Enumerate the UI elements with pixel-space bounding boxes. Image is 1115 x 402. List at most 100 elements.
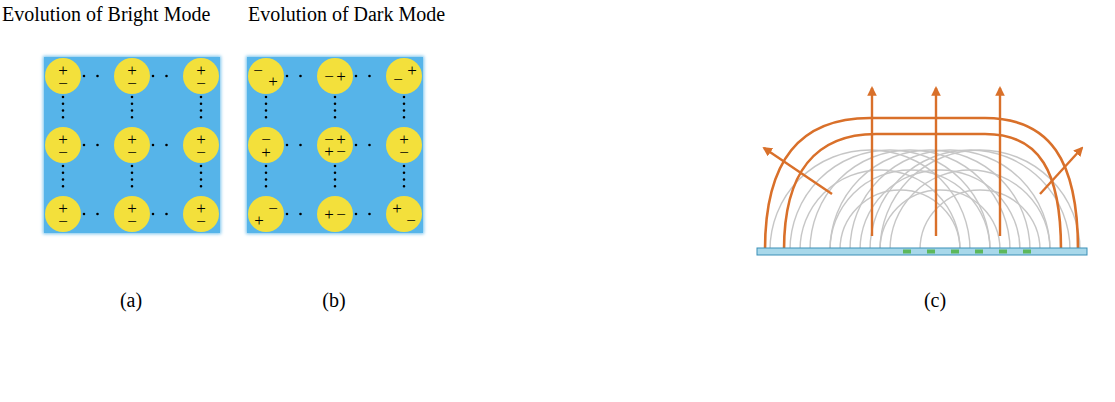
dipole-particle: +− bbox=[183, 127, 219, 163]
charge-sign: + bbox=[324, 143, 334, 160]
dipole-particle: +− bbox=[45, 58, 81, 94]
charge-sign: − bbox=[196, 75, 206, 92]
wavefront-arc bbox=[890, 170, 1050, 250]
panel-title: Evolution of Bright Mode bbox=[2, 3, 210, 26]
coupling-line bbox=[265, 166, 268, 193]
wavefront-arc bbox=[840, 190, 960, 250]
wavefront-arc bbox=[770, 150, 970, 250]
coupling-line bbox=[84, 144, 111, 147]
charge-sign: − bbox=[336, 206, 346, 223]
emission-arrow bbox=[871, 88, 873, 236]
emission-arrow bbox=[999, 88, 1001, 236]
dipole-particle: +− bbox=[183, 196, 219, 232]
dipole-particle: −+ bbox=[317, 58, 353, 94]
coupling-line bbox=[131, 166, 134, 193]
dipole-particle: −+ bbox=[248, 127, 284, 163]
dipole-particle: +− bbox=[183, 58, 219, 94]
panel-caption: (c) bbox=[924, 289, 946, 312]
wavefront-arc bbox=[920, 190, 1040, 250]
charge-sign: − bbox=[196, 213, 206, 230]
emitter-dot bbox=[999, 250, 1007, 254]
coupling-line bbox=[153, 75, 180, 78]
dipole-particle: +− bbox=[45, 127, 81, 163]
coupling-line bbox=[334, 97, 337, 124]
charge-sign: − bbox=[336, 143, 346, 160]
charge-sign: − bbox=[127, 213, 137, 230]
collective-wavefront bbox=[765, 118, 1078, 250]
dipole-particle: −+ bbox=[248, 58, 284, 94]
charge-sign: − bbox=[268, 200, 278, 217]
coupling-line bbox=[84, 213, 111, 216]
field-panel: Evolution of Dark Mode−+−++−−+−++−+−−++−… bbox=[247, 57, 423, 233]
emitter-dot bbox=[975, 250, 983, 254]
coupling-line bbox=[200, 97, 203, 124]
charge-sign: − bbox=[399, 144, 409, 161]
coupling-line bbox=[356, 213, 383, 216]
emitter-dot bbox=[903, 250, 911, 254]
wavefront-arc bbox=[850, 150, 1050, 250]
charge-sign: + bbox=[324, 206, 334, 223]
charge-sign: − bbox=[253, 62, 263, 79]
charge-sign: + bbox=[254, 212, 264, 229]
coupling-line bbox=[403, 97, 406, 124]
wavefront-envelope bbox=[765, 118, 1078, 250]
dipole-particle: +− bbox=[114, 58, 150, 94]
wavefront-arc bbox=[830, 170, 990, 250]
wavefront-arc bbox=[880, 190, 1000, 250]
charge-sign: + bbox=[407, 62, 417, 79]
dipole-particle: +− bbox=[386, 196, 422, 232]
dipole-particle: +− bbox=[386, 58, 422, 94]
substrate bbox=[757, 248, 1087, 255]
wavefront-arc bbox=[790, 150, 990, 250]
coupling-line bbox=[200, 166, 203, 193]
charge-sign: − bbox=[196, 144, 206, 161]
panel-caption: (b) bbox=[322, 289, 345, 312]
emitter-dot bbox=[927, 250, 935, 254]
charge-sign: − bbox=[406, 212, 416, 229]
charge-sign: − bbox=[324, 68, 334, 85]
wavefront-arc bbox=[810, 150, 1010, 250]
coupling-line bbox=[287, 75, 314, 78]
emission-arrow bbox=[764, 148, 832, 194]
coupling-line bbox=[334, 166, 337, 193]
emitter-dot bbox=[951, 250, 959, 254]
charge-sign: − bbox=[393, 71, 403, 88]
coupling-line bbox=[356, 144, 383, 147]
substrate-layer bbox=[757, 248, 1087, 255]
coupling-line bbox=[356, 75, 383, 78]
dipole-particle: +− bbox=[386, 127, 422, 163]
field-panel: Evolution of Bright Mode+−+−+−+−+−+−+−+−… bbox=[44, 57, 220, 233]
wavefront-arc bbox=[870, 150, 1070, 250]
panel-title: Evolution of Dark Mode bbox=[248, 3, 445, 26]
coupling-line bbox=[153, 213, 180, 216]
charge-sign: + bbox=[392, 200, 402, 217]
emission-arrows bbox=[764, 88, 1082, 236]
coupling-line bbox=[287, 213, 314, 216]
wavefront-arc bbox=[880, 150, 1080, 250]
dipole-particle: −++− bbox=[317, 127, 353, 163]
emitter-dot bbox=[1023, 250, 1031, 254]
wavefront-envelope bbox=[784, 134, 1061, 250]
coupling-line bbox=[403, 166, 406, 193]
charge-sign: + bbox=[268, 73, 278, 90]
charge-sign: − bbox=[127, 144, 137, 161]
coupling-line bbox=[131, 97, 134, 124]
coupling-line bbox=[153, 144, 180, 147]
dipole-particle: +− bbox=[114, 196, 150, 232]
coupling-line bbox=[84, 75, 111, 78]
dipole-particle: −+ bbox=[248, 196, 284, 232]
coupling-line bbox=[62, 97, 65, 124]
charge-sign: + bbox=[336, 68, 346, 85]
coupling-line bbox=[287, 144, 314, 147]
emission-arrow bbox=[1040, 148, 1082, 194]
charge-sign: − bbox=[127, 75, 137, 92]
coupling-line bbox=[62, 166, 65, 193]
charge-sign: − bbox=[58, 213, 68, 230]
dipole-particle: +− bbox=[317, 196, 353, 232]
charge-sign: − bbox=[58, 144, 68, 161]
charge-sign: + bbox=[261, 144, 271, 161]
dipole-particle: +− bbox=[45, 196, 81, 232]
wavefront-arc bbox=[860, 170, 1020, 250]
spherical-wavefronts bbox=[770, 150, 1080, 250]
